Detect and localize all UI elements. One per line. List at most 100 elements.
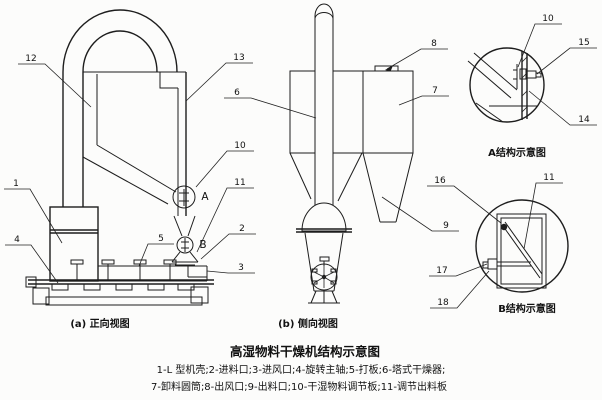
callout-2: 2 xyxy=(200,224,256,260)
figure-title: 高湿物料干燥机结构示意图 xyxy=(230,344,380,359)
side-valve-feet xyxy=(308,290,340,304)
section-letter-a: A xyxy=(201,191,209,203)
callout-11-detail-b-label: 11 xyxy=(543,173,554,183)
callouts-front: 12 13 10 11 1 4 5 2 3 A B xyxy=(4,53,256,284)
front-plate-11 xyxy=(181,238,189,252)
detail-a-wall xyxy=(521,51,528,120)
detail-b-frame-inner xyxy=(500,217,543,285)
side-view xyxy=(289,3,414,304)
detail-a-chute xyxy=(467,52,518,99)
detail-b-adjust-plate xyxy=(502,221,543,279)
front-shaft-coupling xyxy=(25,276,37,288)
front-detail-b-circle xyxy=(176,236,194,254)
callout-8: 8 xyxy=(385,39,448,72)
callout-4-label: 4 xyxy=(14,235,20,245)
front-shell-seam xyxy=(50,229,98,234)
callout-1: 1 xyxy=(4,179,63,244)
callout-1-label: 1 xyxy=(13,179,19,189)
front-duct-step xyxy=(159,72,178,89)
callout-10-front: 10 xyxy=(195,141,254,188)
callout-5-label: 5 xyxy=(158,234,164,244)
callout-14: 14 xyxy=(528,90,597,126)
front-base-plate xyxy=(45,296,203,306)
side-left-hopper xyxy=(289,152,363,202)
callout-6-label: 6 xyxy=(234,88,240,98)
callout-12-label: 12 xyxy=(25,54,36,64)
front-chute-lower xyxy=(82,156,169,205)
callout-11-front-label: 11 xyxy=(234,178,245,188)
side-center-pipe xyxy=(314,3,334,231)
callout-3: 3 xyxy=(206,263,255,274)
front-arch-outer xyxy=(62,9,178,207)
detail-a-wall-hatch xyxy=(521,56,528,113)
callout-12: 12 xyxy=(18,54,92,108)
callouts-side: 6 8 7 9 16 17 18 xyxy=(224,39,502,309)
side-view-caption: (b) 侧向视图 xyxy=(278,317,338,330)
callout-7: 7 xyxy=(398,86,449,106)
detail-a-caption: A结构示意图 xyxy=(488,146,546,159)
callout-14-label: 14 xyxy=(578,115,590,125)
callout-8-label: 8 xyxy=(431,39,437,49)
callout-16-label: 16 xyxy=(434,176,446,186)
detail-a-bolt xyxy=(519,68,542,80)
callout-15: 15 xyxy=(536,38,597,75)
legend-line-1: 1-L 型机壳;2-进料口;3-进风口;4-旋转主轴;5-打板;6-塔式干燥器; xyxy=(157,363,446,376)
callout-13: 13 xyxy=(185,53,253,102)
front-foot-right xyxy=(190,286,209,304)
callout-17: 17 xyxy=(429,263,488,277)
detail-b-bolt-head xyxy=(482,261,489,269)
front-shaft-blocks xyxy=(51,283,195,291)
callout-18: 18 xyxy=(430,270,490,309)
detail-b-bolt xyxy=(487,258,498,270)
front-paddles xyxy=(70,259,177,280)
detail-a-plate xyxy=(513,64,518,89)
front-trough-body xyxy=(50,265,208,282)
callout-10-detail-a-label: 10 xyxy=(542,14,554,24)
section-letter-b: B xyxy=(199,239,206,251)
callout-18-label: 18 xyxy=(437,298,449,308)
side-pipe-cap xyxy=(314,12,334,20)
front-funnel-upper xyxy=(173,215,196,237)
side-dome xyxy=(301,202,347,232)
detail-b-circle xyxy=(475,199,569,293)
side-rotary-valve-vanes xyxy=(311,256,337,288)
front-view xyxy=(25,9,214,306)
front-shell-box xyxy=(49,206,99,282)
callout-17-label: 17 xyxy=(436,266,447,276)
detail-b-slot xyxy=(497,261,531,267)
callout-9: 9 xyxy=(381,196,459,232)
detail-b-frame-outer xyxy=(496,213,547,289)
front-view-caption: (a) 正向视图 xyxy=(70,317,129,330)
detail-b-caption: B结构示意图 xyxy=(498,302,556,315)
callout-5: 5 xyxy=(138,234,174,267)
legend-line-2: 7-卸料圆筒;8-出风口;9-出料口;10-干湿物料调节板;11-调节出料板 xyxy=(151,380,447,393)
callout-4: 4 xyxy=(5,235,59,284)
callout-2-label: 2 xyxy=(239,224,245,234)
front-feed-funnel xyxy=(171,251,199,266)
side-air-outlet xyxy=(374,65,399,72)
callout-10-detail-a: 10 xyxy=(517,14,562,68)
detail-b-pivot xyxy=(500,223,508,231)
detail-a-view xyxy=(467,47,545,123)
callout-9-label: 9 xyxy=(443,221,449,231)
side-right-hopper xyxy=(362,152,414,223)
side-dryer-box xyxy=(289,70,414,154)
callout-15-label: 15 xyxy=(578,38,589,48)
front-foot-left xyxy=(32,287,50,305)
callout-11-front: 11 xyxy=(196,178,254,253)
callout-13-label: 13 xyxy=(233,53,244,63)
callout-7-label: 7 xyxy=(432,86,438,96)
front-plate-10 xyxy=(179,189,189,206)
detail-a-circle xyxy=(469,47,545,123)
detail-a-lower-chute xyxy=(475,102,504,123)
callout-3-label: 3 xyxy=(238,263,244,273)
front-arch-inner xyxy=(82,30,158,73)
detail-b-view xyxy=(475,199,569,293)
side-flange xyxy=(296,228,352,233)
front-detail-a-circle xyxy=(172,185,196,209)
front-chute-upper xyxy=(96,144,177,193)
callouts-details: 10 15 14 11 xyxy=(517,14,597,250)
callout-16: 16 xyxy=(427,176,502,224)
